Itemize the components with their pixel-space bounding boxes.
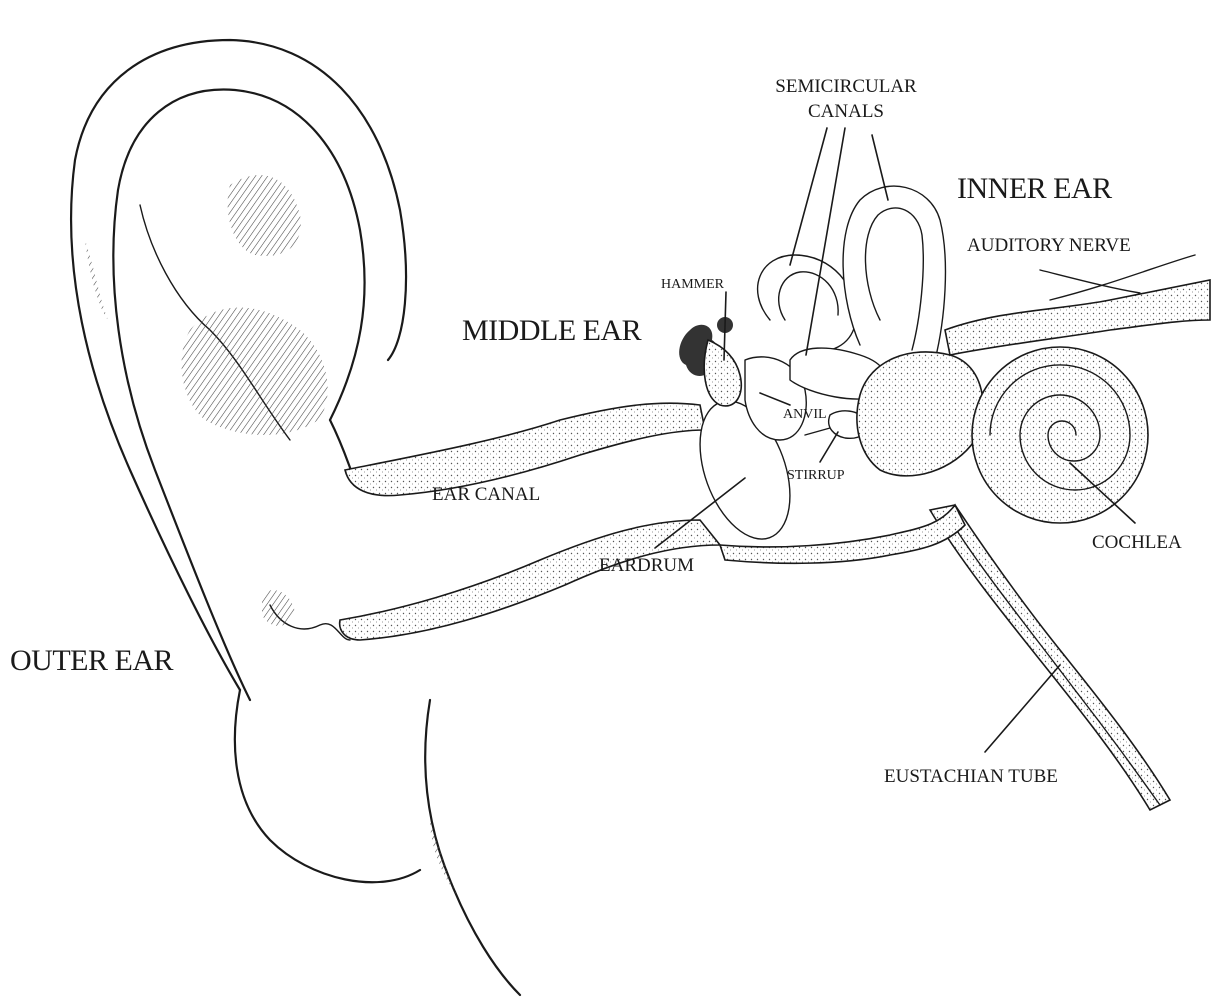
cochlea-shape	[857, 347, 1148, 523]
leader-hammer	[724, 292, 726, 360]
label-eardrum: EARDRUM	[599, 555, 694, 576]
label-hammer: HAMMER	[661, 277, 725, 292]
leader-semicircular-1	[790, 128, 827, 265]
label-stirrup: STIRRUP	[787, 468, 845, 483]
ear-canal-shape	[340, 403, 720, 640]
label-ear-canal: EAR CANAL	[432, 484, 540, 505]
leader-stirrup	[820, 432, 838, 462]
label-anvil: ANVIL	[783, 407, 827, 422]
label-semicircular-line1: SEMICIRCULAR	[775, 76, 917, 97]
auditory-nerve-shape	[945, 255, 1210, 355]
label-auditory-nerve: AUDITORY NERVE	[967, 235, 1131, 256]
label-outer-ear: OUTER EAR	[10, 644, 173, 677]
label-middle-ear: MIDDLE EAR	[462, 314, 642, 347]
label-semicircular-line2: CANALS	[808, 101, 884, 122]
label-eustachian-tube: EUSTACHIAN TUBE	[884, 766, 1058, 787]
label-inner-ear: INNER EAR	[957, 172, 1112, 205]
outer-ear-shape	[71, 40, 520, 995]
label-cochlea: COCHLEA	[1092, 532, 1182, 553]
leader-eustachian	[985, 665, 1060, 752]
